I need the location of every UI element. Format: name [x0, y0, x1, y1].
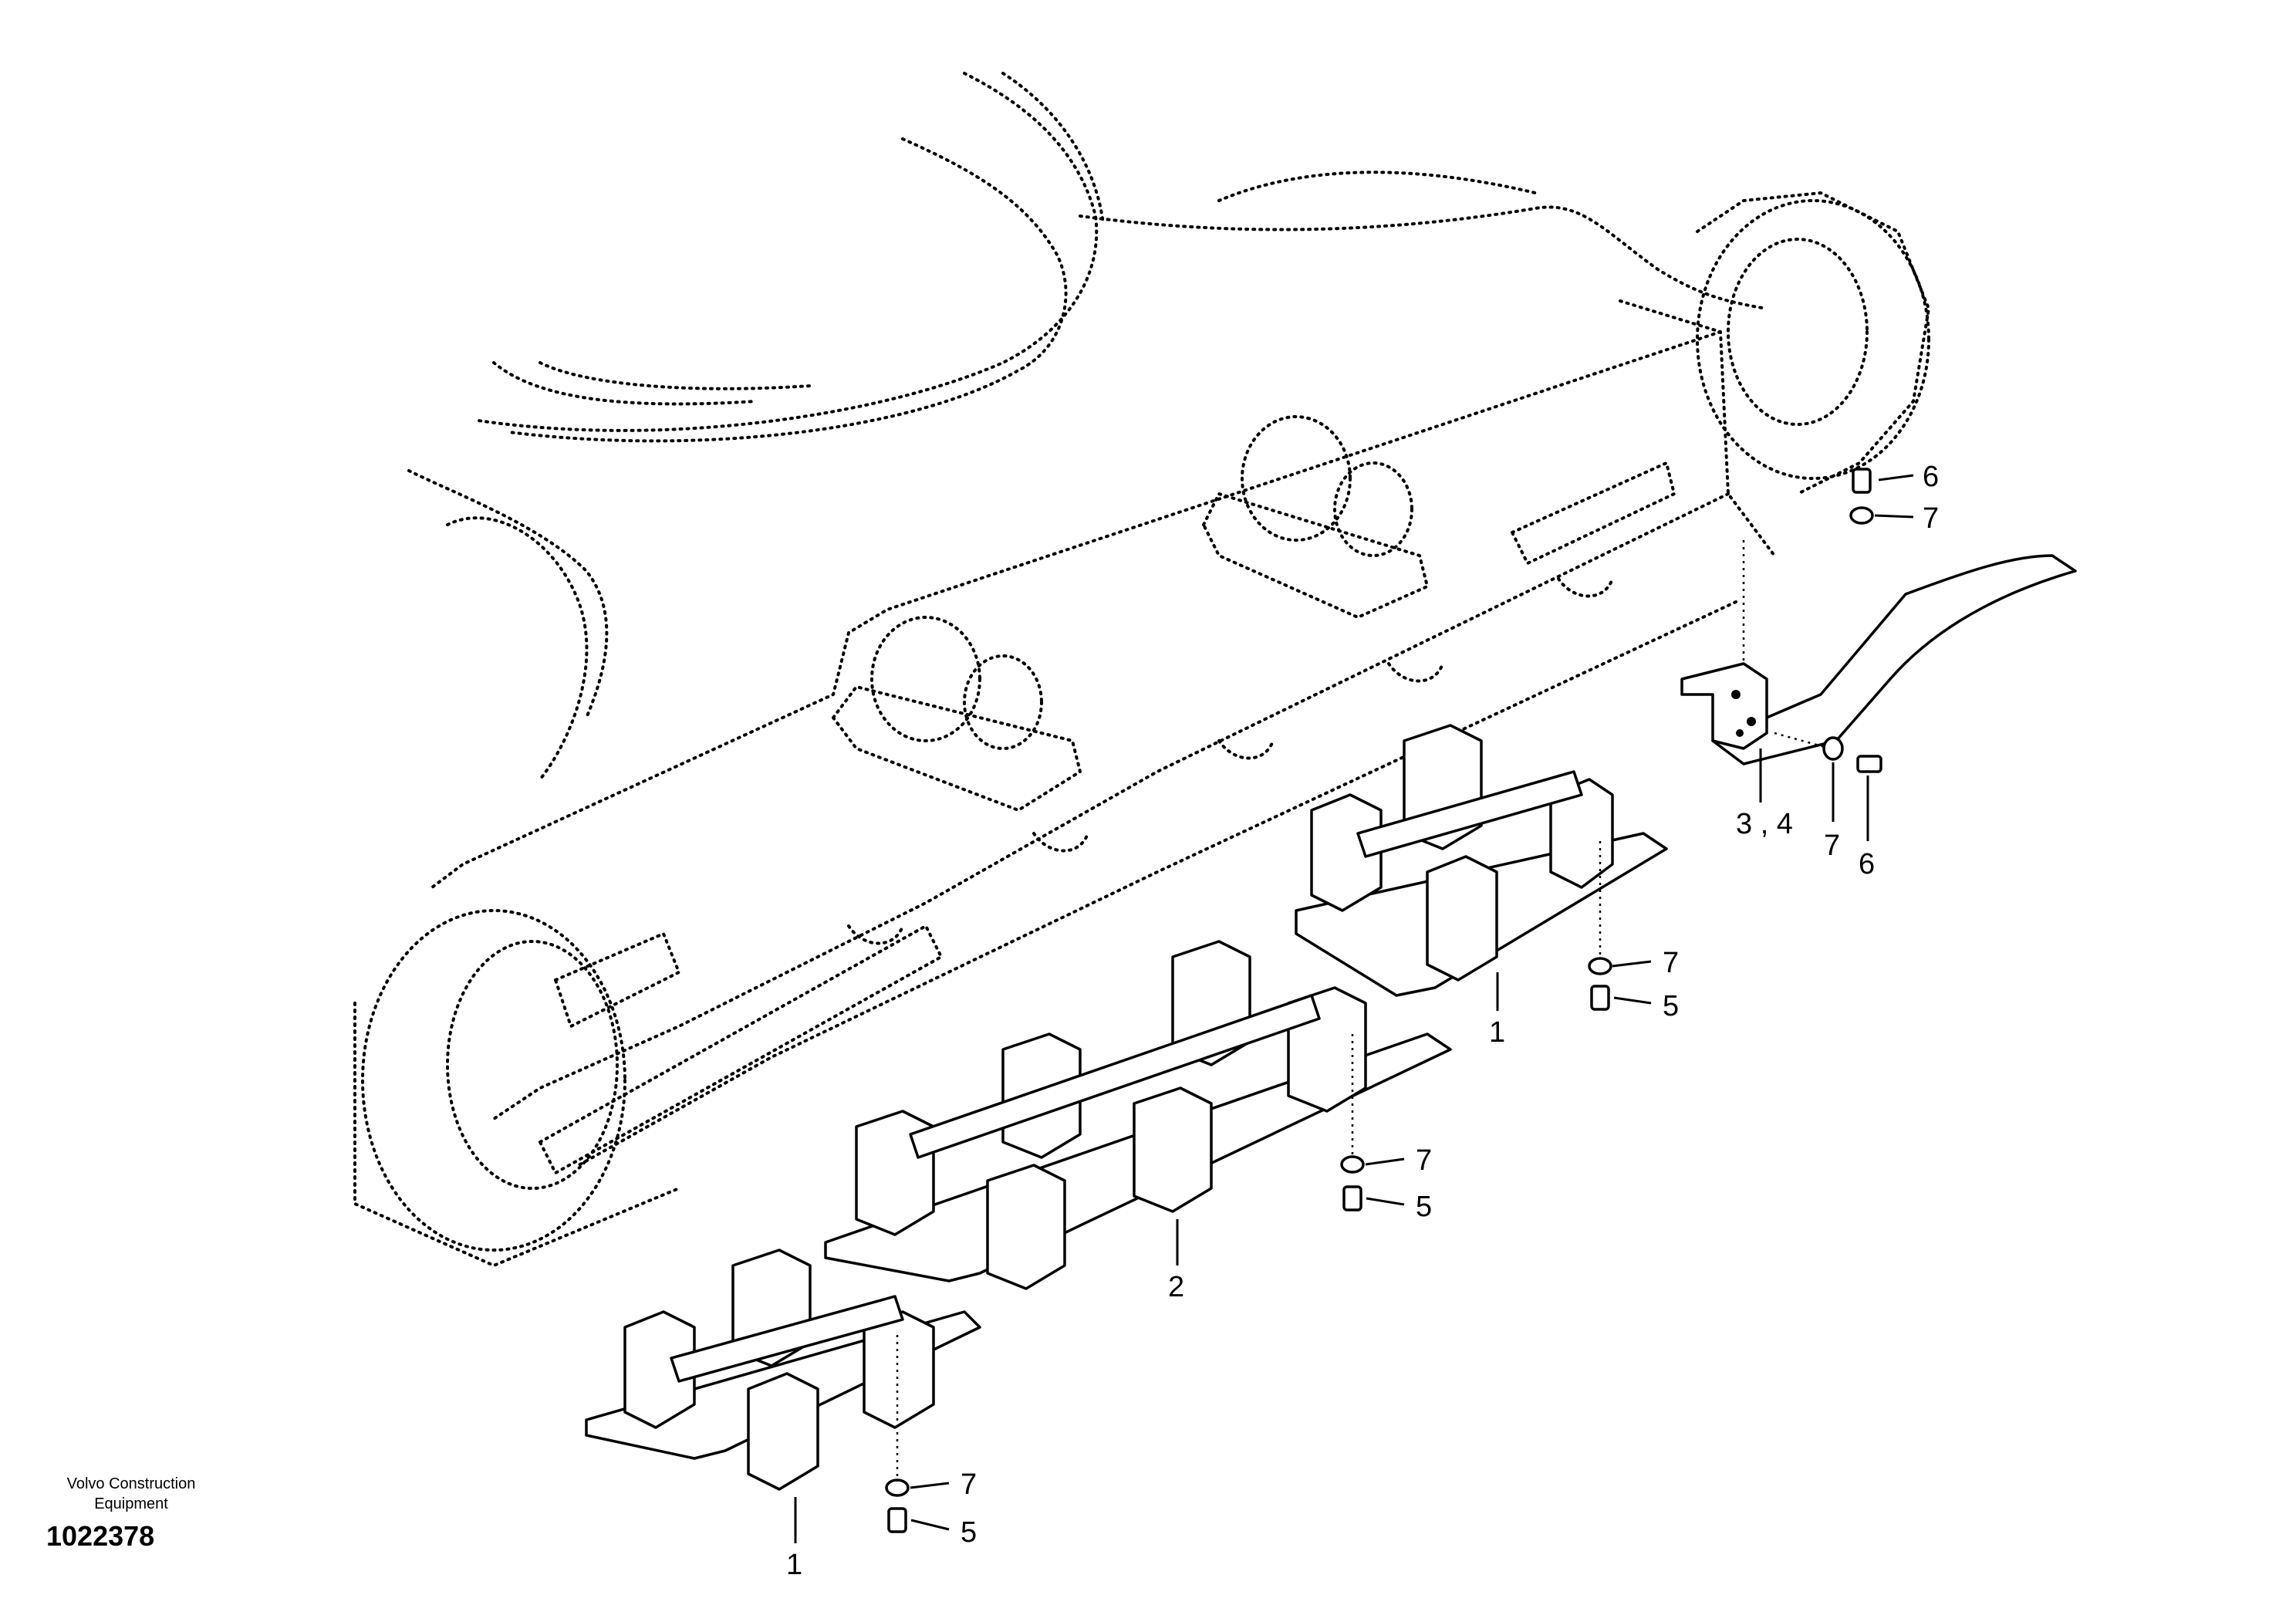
track-frame-outline	[353, 72, 1930, 1267]
callout-7-right: 7	[1824, 830, 1840, 862]
shoe-segment-upper	[1295, 724, 1668, 997]
callout-1-right: 1	[1489, 1016, 1505, 1049]
callout-7-c: 7	[961, 1468, 977, 1501]
callout-3-4: 3 , 4	[1736, 808, 1793, 840]
callout-5-a: 5	[1663, 990, 1679, 1022]
callout-1-left: 1	[786, 1549, 802, 1581]
callout-7-a: 7	[1663, 947, 1679, 979]
callout-6-top: 6	[1923, 461, 1939, 493]
callout-5-b: 5	[1416, 1191, 1432, 1223]
fasteners	[885, 468, 1882, 1533]
guard-part-3-4	[1680, 554, 2077, 765]
callout-7-b: 7	[1416, 1144, 1432, 1177]
brand-label: Volvo Construction Equipment	[39, 1474, 224, 1514]
shoe-segment-middle	[824, 940, 1452, 1290]
callout-labels: 6 7 3 , 4 7 6 7 5 1 7 5 2 7 5 1	[786, 461, 1939, 1581]
callout-5-c: 5	[961, 1516, 977, 1549]
shoe-segment-lower	[585, 1249, 981, 1491]
callout-6-right: 6	[1859, 848, 1875, 880]
callout-7-top: 7	[1923, 502, 1939, 535]
brand-line-1: Volvo Construction	[66, 1475, 196, 1492]
drawing-number: 1022378	[46, 1520, 155, 1552]
insertion-lines	[896, 540, 1825, 1482]
callout-2: 2	[1168, 1271, 1184, 1303]
brand-line-2: Equipment	[94, 1495, 168, 1512]
callout-leaders	[794, 474, 1914, 1543]
